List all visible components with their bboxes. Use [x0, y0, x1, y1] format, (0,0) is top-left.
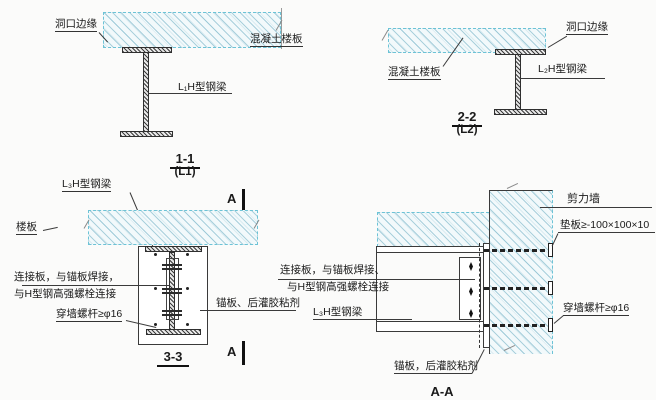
through-bolt-line-3 [484, 324, 550, 327]
beam-bottom-flange-a-a [376, 321, 484, 332]
label-slab-2-2: 混凝土楼板 [388, 66, 441, 80]
label-through-bolt-3-3: 穿墙螺杆≥φ16 [56, 308, 123, 322]
bolt-tick-3-3 [162, 314, 182, 316]
break-mark-wall-top [506, 182, 519, 189]
label-beam-2-2: L₂H型钢梁 [538, 63, 587, 75]
label-anchor-plate-3-3: 锚板、后灌胶粘剂 [216, 297, 300, 309]
label-shear-wall: 剪力墙 [567, 193, 600, 205]
leader-shear-wall [540, 207, 652, 208]
shear-wall-hatch-a-a [489, 190, 553, 354]
section-marker-a-bottom: A [227, 344, 237, 359]
section-marker-a-top-bar [242, 189, 245, 213]
through-bolt-line-2 [484, 287, 550, 290]
leader-connection-3-3 [22, 285, 169, 286]
bearing-pad-2 [548, 281, 553, 295]
beam-bottom-flange-1-1 [120, 131, 173, 137]
bolt-symbol-a-a [469, 287, 473, 296]
bolt-dot-3-3 [154, 287, 157, 290]
beam-bottom-flange-2-2 [494, 109, 547, 115]
beam-web-1-1 [143, 52, 149, 132]
beam-bottom-flange-3-3 [146, 329, 201, 335]
hidden-edge-dashed-a-a [479, 243, 480, 348]
beam-top-flange-a-a [376, 246, 484, 253]
label-slab-3-3: 楼板 [16, 221, 37, 235]
slab-hatch-1-1 [103, 12, 281, 48]
label-opening-edge-2-2: 洞口边缘 [566, 21, 608, 35]
label-bearing-pad: 垫板≥-100×100×10 [560, 219, 650, 231]
leader-bearing-pad-underline [558, 232, 655, 233]
section-marker-a-bottom-bar [242, 341, 245, 365]
leader-through-bolt-a-a [553, 315, 564, 324]
bolt-dot-3-3 [186, 323, 189, 326]
connection-plate-a-a [459, 257, 481, 320]
leader-beam-a-a [313, 319, 412, 320]
bolt-tick-3-3 [162, 292, 182, 294]
beam-web-2-2 [515, 54, 521, 110]
beam-top-flange-3-3 [145, 246, 202, 252]
slab-hatch-3-3 [88, 210, 258, 245]
bolt-symbol-a-a [469, 309, 473, 318]
section-subtitle-2-2: (L2) [456, 124, 478, 136]
leader-opening-edge-2-2 [547, 35, 568, 48]
label-through-bolt-a-a: 穿墙螺杆≥φ16 [563, 302, 630, 316]
label-connection-line2-3-3: 与H型钢高强螺栓连接 [14, 288, 117, 300]
slab-break-line-1-1 [281, 8, 282, 49]
bearing-pad-1 [548, 243, 553, 257]
through-bolt-line-1 [484, 249, 550, 252]
label-connection-line2-a-a: 与H型钢高强螺栓连接 [287, 281, 390, 293]
bolt-dot-3-3 [154, 323, 157, 326]
section-subtitle-1-1: (L1) [174, 166, 196, 178]
section-title-2-2: 2-2 [452, 109, 482, 127]
bolt-symbol-a-a [469, 262, 473, 271]
bolt-tick-3-3 [162, 264, 182, 266]
bolt-dot-3-3 [186, 287, 189, 290]
section-title-1-1: 1-1 [170, 151, 200, 169]
label-anchor-plate-a-a: 锚板，后灌胶粘剂 [394, 360, 478, 372]
bolt-tick-3-3 [162, 288, 182, 290]
label-opening-edge-1-1: 洞口边缘 [55, 18, 97, 32]
bolt-tick-3-3 [162, 268, 182, 270]
section-title-3-3: 3-3 [157, 349, 189, 367]
slab-hatch-2-2 [388, 28, 546, 53]
label-beam-a-a: L₃H型钢梁 [313, 306, 363, 318]
label-beam-3-3: L₃H型钢梁 [62, 178, 112, 192]
bolt-dot-3-3 [154, 253, 157, 256]
leader-anchor-plate-underline-a-a [394, 373, 472, 374]
bolt-tick-3-3 [162, 310, 182, 312]
section-marker-a-top: A [227, 191, 237, 206]
leader-beam-2-2 [520, 78, 605, 79]
beam-cut-edge-a-a [376, 246, 377, 332]
leader-anchor-plate-3-3 [200, 310, 296, 311]
label-connection-line1-a-a: 连接板，与锚板焊接、 [280, 264, 385, 276]
leader-beam-1-1 [148, 93, 232, 94]
bearing-pad-3 [548, 318, 553, 332]
anchor-end-plate-a-a [483, 243, 490, 348]
label-connection-line1-3-3: 连接板，与锚板焊接， [14, 271, 119, 283]
leader-connection-a-a [278, 279, 475, 280]
leader-slab-3-3 [42, 226, 58, 231]
label-beam-1-1: L₁H型钢梁 [178, 81, 227, 93]
bolt-dot-3-3 [186, 253, 189, 256]
section-title-a-a: A-A [430, 384, 454, 399]
slab-hatch-a-a [377, 212, 489, 247]
label-slab-1-1: 混凝土楼板 [250, 33, 303, 47]
